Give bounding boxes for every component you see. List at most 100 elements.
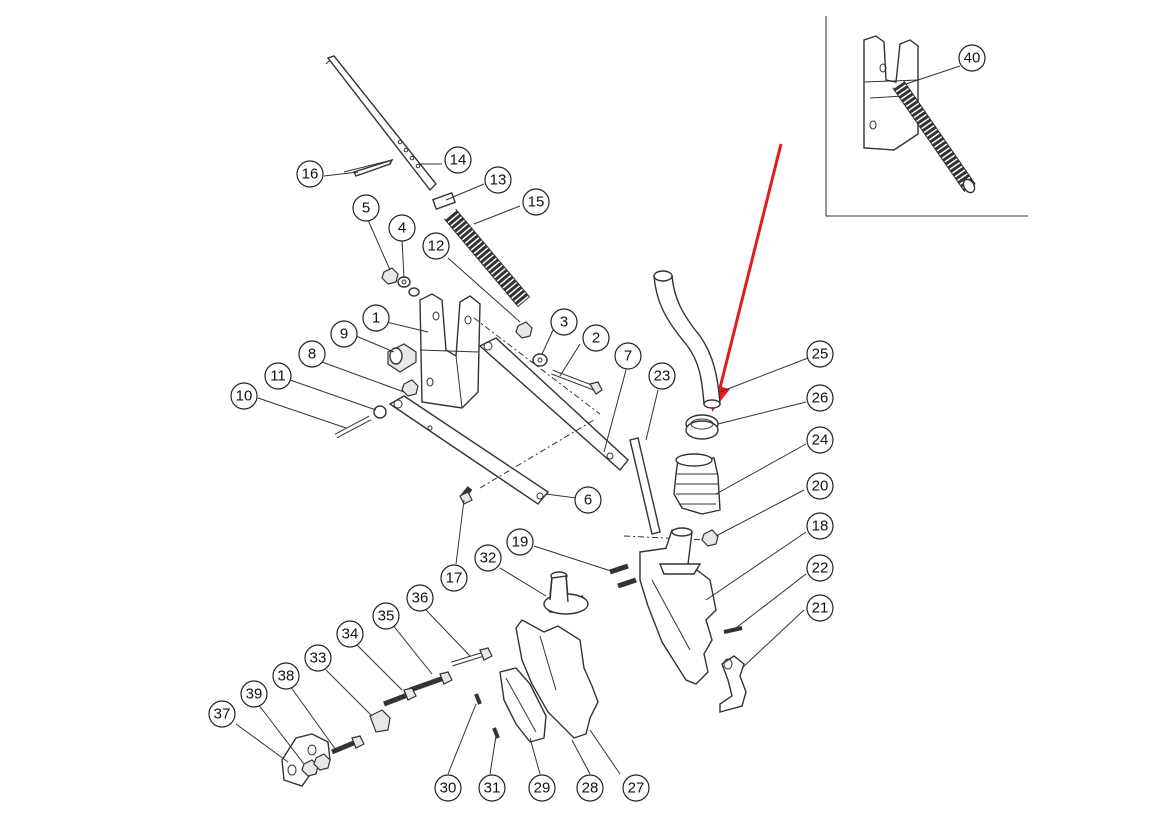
- washer-part-11: [373, 405, 387, 419]
- callout-label: 34: [342, 626, 359, 643]
- callout-6: 6: [574, 486, 602, 514]
- callout-label: 23: [654, 368, 671, 385]
- bolt-part-31: [492, 727, 500, 739]
- callout-label: 12: [428, 238, 445, 255]
- callout-label: 17: [446, 570, 463, 587]
- callout-label: 4: [398, 220, 406, 237]
- callout-7: 7: [614, 342, 642, 370]
- spring-part-15: [443, 208, 531, 308]
- bracket-part-33: [369, 709, 391, 733]
- inset-spring-part: [892, 80, 976, 194]
- callout-18: 18: [806, 512, 834, 540]
- callout-21: 21: [806, 594, 834, 622]
- callout-label: 13: [490, 172, 507, 189]
- callout-39: 39: [240, 680, 268, 708]
- bellows-part-24: [673, 453, 721, 515]
- callout-label: 36: [412, 590, 429, 607]
- callout-28: 28: [576, 774, 604, 802]
- callout-10: 10: [230, 382, 258, 410]
- leader-lines: [235, 163, 809, 775]
- nuts-part-39: [301, 753, 331, 777]
- bracket-part-21: [719, 655, 747, 713]
- callout-14: 14: [444, 146, 472, 174]
- callout-30: 30: [434, 774, 462, 802]
- callout-label: 29: [534, 780, 551, 797]
- callout-32: 32: [474, 544, 502, 572]
- callout-9: 9: [330, 320, 358, 348]
- callout-20: 20: [806, 472, 834, 500]
- disc-part-29: [499, 667, 547, 743]
- callout-13: 13: [484, 166, 512, 194]
- callout-19: 19: [506, 528, 534, 556]
- arm-part-6: [388, 395, 550, 505]
- callout-label: 15: [528, 194, 545, 211]
- callout-11: 11: [264, 362, 292, 390]
- callout-label: 25: [812, 346, 829, 363]
- bolt-part-38: [331, 735, 365, 755]
- bolt-part-30: [474, 693, 482, 705]
- callout-34: 34: [336, 620, 364, 648]
- callout-3: 3: [550, 308, 578, 336]
- callout-label: 9: [340, 326, 348, 343]
- callout-23: 23: [648, 362, 676, 390]
- callout-5: 5: [352, 194, 380, 222]
- pin-part-22: [723, 626, 743, 634]
- callout-label: 16: [302, 166, 319, 183]
- callout-12: 12: [422, 232, 450, 260]
- callout-4: 4: [388, 214, 416, 242]
- callout-1: 1: [362, 304, 390, 332]
- callout-25: 25: [806, 340, 834, 368]
- callout-label: 39: [246, 686, 263, 703]
- callout-label: 3: [560, 314, 568, 331]
- callout-label: 18: [812, 518, 829, 535]
- bolt-part-17: [459, 486, 473, 505]
- callout-16: 16: [296, 160, 324, 188]
- bushing-part-9: [387, 343, 417, 373]
- callout-label: 31: [484, 780, 501, 797]
- callout-37: 37: [208, 700, 236, 728]
- assembly-axis-lines: [473, 317, 707, 541]
- callout-label: 21: [812, 600, 829, 617]
- leader-40: [905, 65, 961, 85]
- callout-label: 14: [450, 152, 467, 169]
- rod-part-23: [629, 437, 661, 535]
- washer-small: [408, 287, 420, 297]
- callout-22: 22: [806, 554, 834, 582]
- housing-part-28: [515, 619, 599, 739]
- callout-17: 17: [440, 564, 468, 592]
- callout-label: 5: [362, 200, 370, 217]
- opener-part-18: [639, 527, 717, 685]
- nut-part-20: [701, 529, 719, 547]
- callout-label: 26: [812, 390, 829, 407]
- tube-part-25: [653, 270, 721, 409]
- callout-8: 8: [298, 340, 326, 368]
- washer-part-4: [397, 276, 411, 288]
- callout-label: 27: [628, 780, 645, 797]
- callout-label: 28: [582, 780, 599, 797]
- bolts-part-19: [609, 563, 637, 589]
- callout-label: 8: [308, 346, 316, 363]
- callout-label: 40: [964, 50, 981, 67]
- bracket-part-1: [419, 293, 481, 409]
- callout-27: 27: [622, 774, 650, 802]
- callout-24: 24: [806, 426, 834, 454]
- callout-26: 26: [806, 384, 834, 412]
- nut-part-5: [381, 267, 399, 285]
- callout-40: 40: [958, 44, 986, 72]
- callout-label: 33: [310, 650, 327, 667]
- bolt-part-35: [409, 671, 453, 693]
- callout-15: 15: [522, 188, 550, 216]
- part-13: [431, 191, 457, 211]
- washer-part-3: [532, 353, 548, 367]
- pin-part-16: [343, 158, 394, 177]
- callout-36: 36: [406, 584, 434, 612]
- callout-label: 30: [440, 780, 457, 797]
- callout-label: 7: [624, 348, 632, 365]
- bolt-part-10: [334, 415, 372, 439]
- nut-part-8: [401, 379, 419, 397]
- callout-label: 35: [378, 608, 395, 625]
- arm-part-7: [478, 337, 629, 472]
- red-pointer-arrow: [710, 143, 783, 412]
- callout-label: 19: [512, 534, 529, 551]
